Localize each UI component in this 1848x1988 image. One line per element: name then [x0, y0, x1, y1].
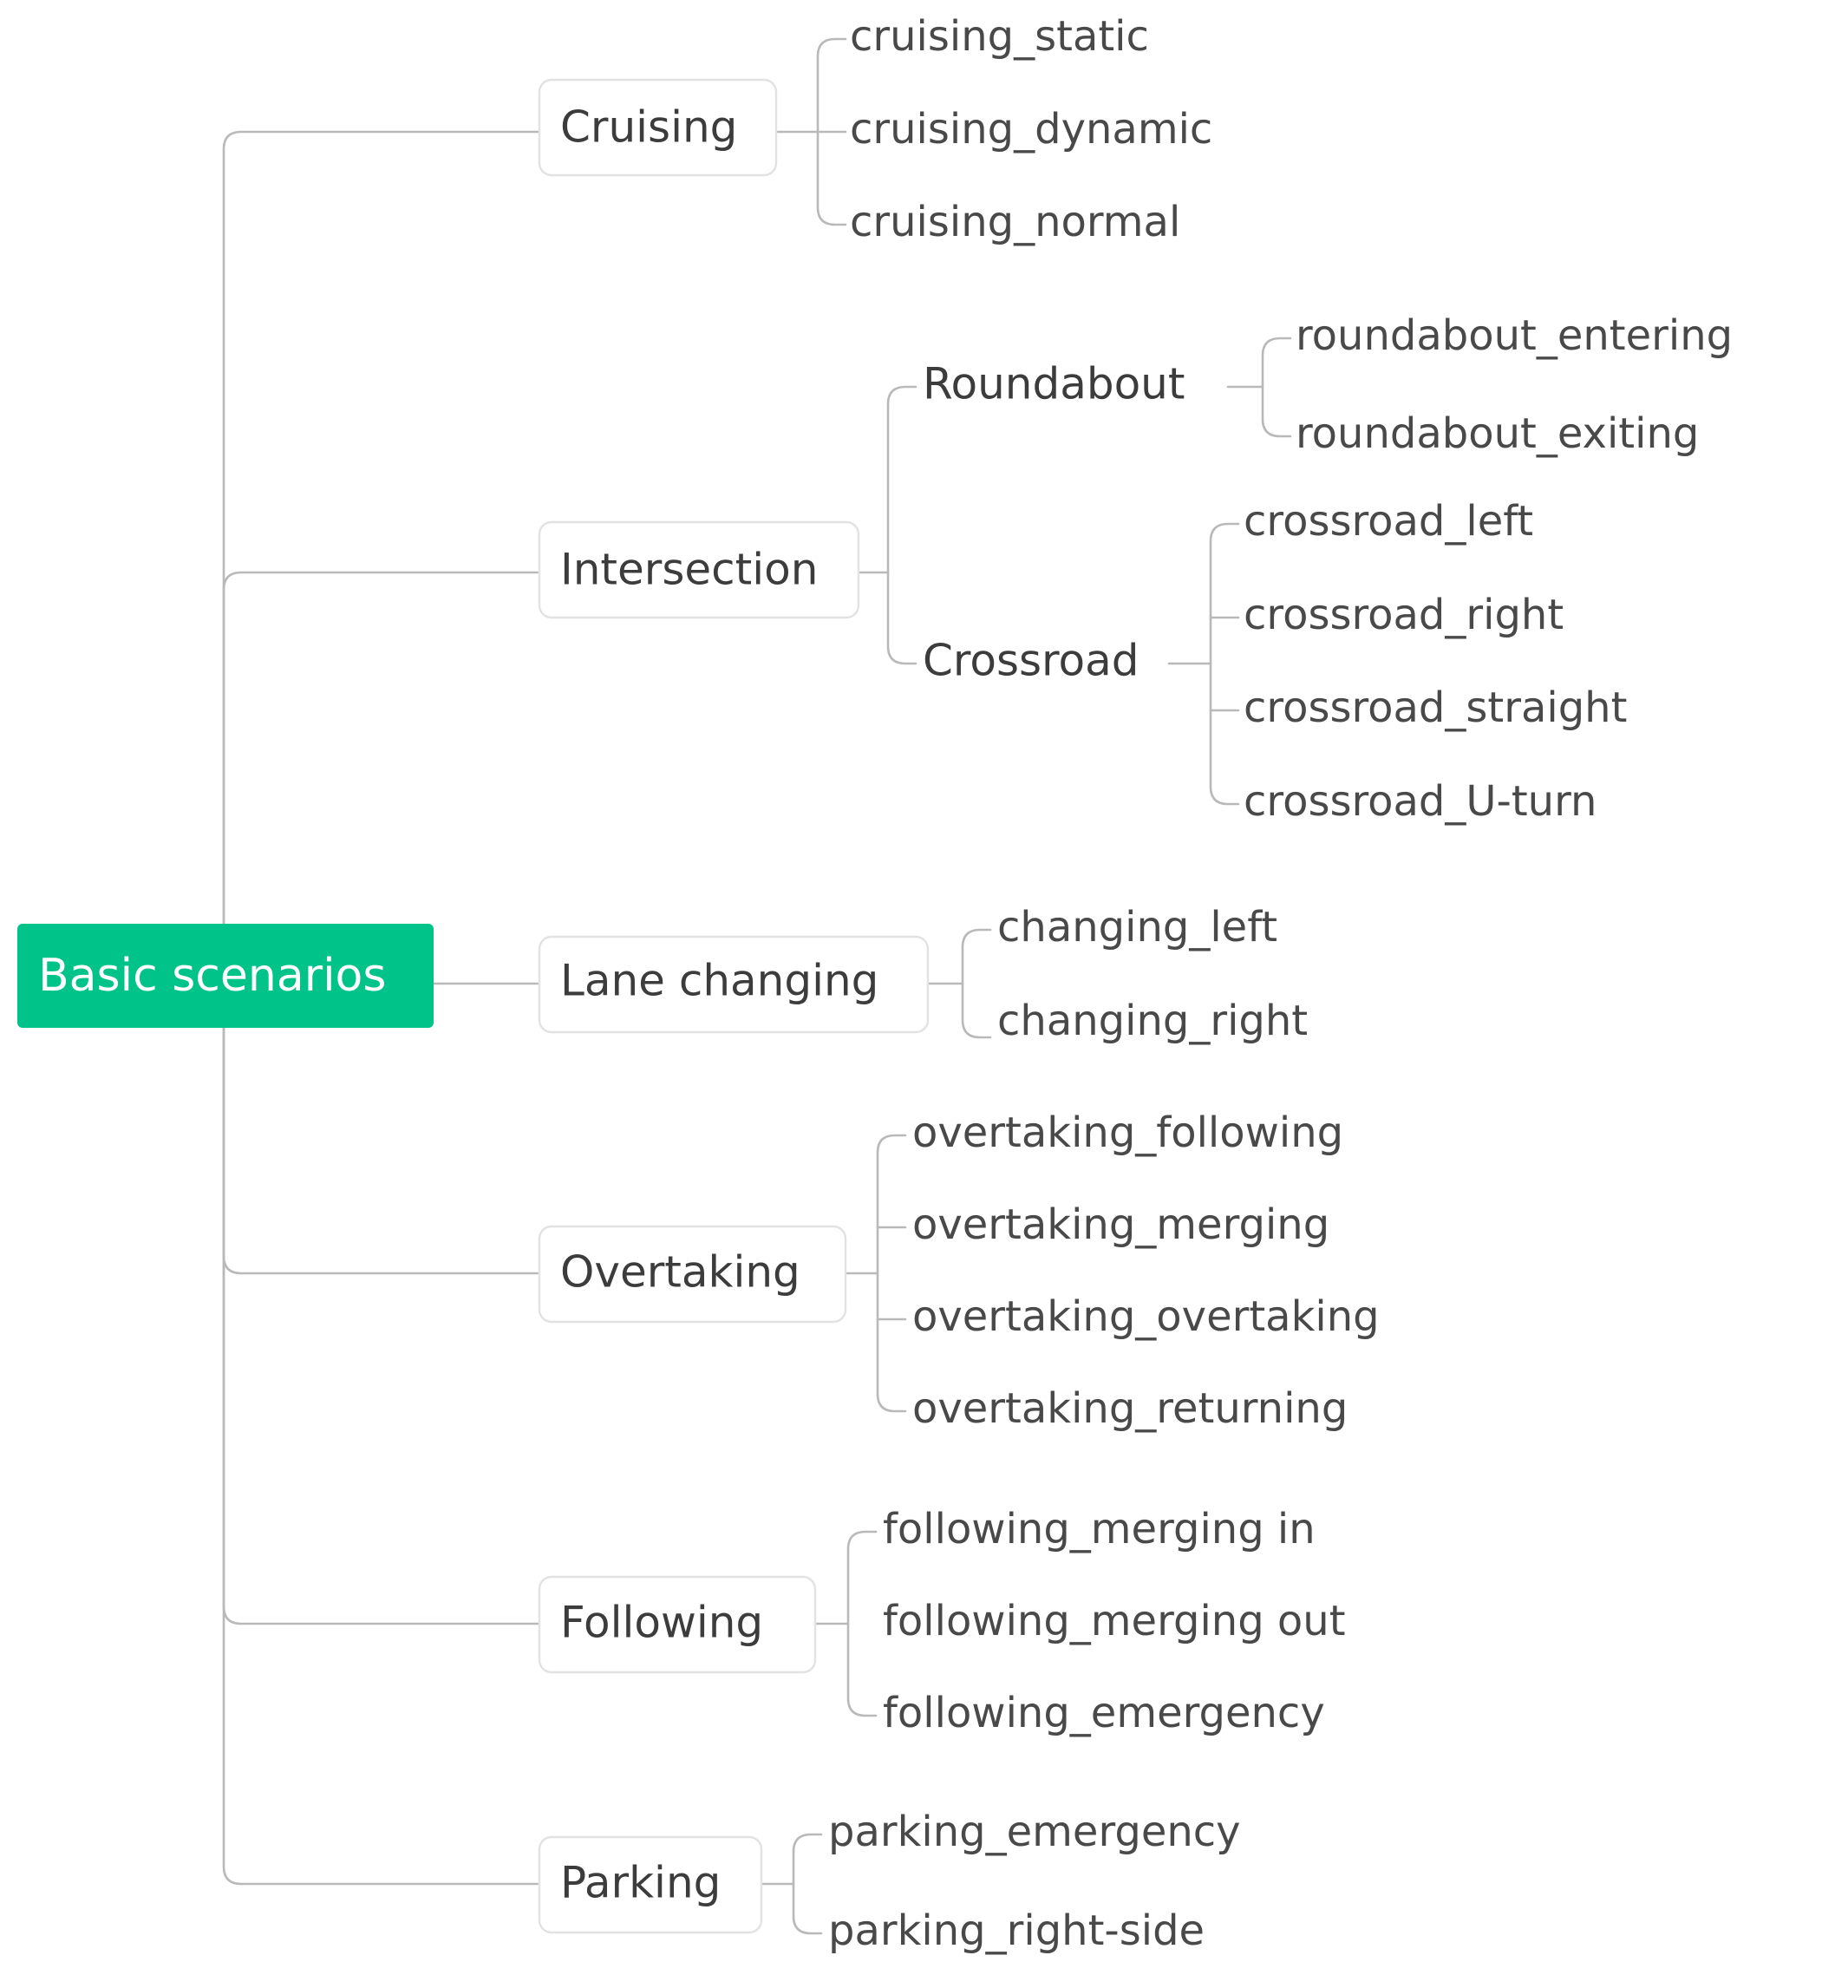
link-intersection-bus-to-roundabout — [886, 385, 917, 665]
node-cruising-rect[interactable] — [538, 78, 778, 177]
leaf-changing-left: changing_left — [997, 903, 1277, 951]
node-intersection-label: Intersection — [560, 545, 818, 595]
crossroad-links — [1167, 522, 1240, 806]
leaf-following-merging-out: following_merging out — [883, 1597, 1346, 1645]
leaf-parking-emergency: parking_emergency — [828, 1808, 1241, 1856]
node-following-rect[interactable] — [538, 1575, 817, 1674]
link-root-to-cruising — [222, 130, 539, 985]
link-roundabout-bus-to-children — [1261, 337, 1292, 438]
leaf-crossroad-right: crossroad_right — [1244, 591, 1564, 639]
leaf-cruising-dynamic: cruising_dynamic — [850, 105, 1212, 154]
leaf-crossroad-u-turn: crossroad_U-turn — [1244, 777, 1597, 826]
leaf-crossroad-left: crossroad_left — [1244, 497, 1533, 546]
leaf-parking-right-side: parking_right-side — [828, 1906, 1205, 1955]
leaf-overtaking-returning: overtaking_returning — [912, 1384, 1348, 1433]
leaf-overtaking-merging: overtaking_merging — [912, 1200, 1329, 1249]
intersection-links — [857, 385, 917, 665]
node-parking[interactable]: Parking — [538, 1835, 763, 1934]
node-lane-changing-label: Lane changing — [560, 956, 878, 1006]
node-roundabout-label[interactable]: Roundabout — [923, 359, 1185, 409]
node-parking-rect[interactable] — [538, 1835, 763, 1934]
node-intersection[interactable]: Intersection — [538, 520, 860, 619]
node-lane-changing[interactable]: Lane changing — [538, 935, 930, 1034]
roundabout-links — [1226, 337, 1292, 438]
overtaking-links — [844, 1134, 907, 1413]
cruising-links — [774, 37, 847, 226]
link-root-to-following — [222, 982, 539, 1625]
leaf-crossroad-straight: crossroad_straight — [1244, 683, 1627, 732]
node-root-rect[interactable] — [17, 924, 434, 1028]
node-overtaking-label: Overtaking — [560, 1247, 800, 1298]
node-lane-changing-rect[interactable] — [538, 935, 930, 1034]
link-root-to-intersection — [222, 571, 539, 985]
link-following-bus-to-children — [846, 1530, 878, 1717]
root-trunk-links — [222, 130, 539, 1886]
leaf-overtaking-overtaking: overtaking_overtaking — [912, 1292, 1380, 1341]
node-following-label: Following — [560, 1598, 763, 1648]
node-cruising[interactable]: Cruising — [538, 78, 778, 177]
lane-changing-links — [926, 928, 992, 1039]
node-intersection-rect[interactable] — [538, 520, 860, 619]
leaf-cruising-static: cruising_static — [850, 12, 1149, 61]
node-root-label: Basic scenarios — [38, 950, 386, 1002]
leaf-changing-right: changing_right — [997, 997, 1308, 1045]
leaf-following-emergency: following_emergency — [883, 1689, 1325, 1737]
link-parking-bus-to-children — [792, 1833, 823, 1935]
leaf-roundabout-exiting: roundabout_exiting — [1296, 409, 1699, 458]
leaf-overtaking-following: overtaking_following — [912, 1108, 1343, 1157]
node-root[interactable]: Basic scenarios — [17, 924, 434, 1028]
leaf-following-merging-in: following_merging in — [883, 1505, 1316, 1553]
leaf-roundabout-entering: roundabout_entering — [1296, 311, 1733, 360]
following-links — [813, 1530, 878, 1717]
link-root-to-parking — [222, 982, 539, 1886]
node-parking-label: Parking — [560, 1858, 721, 1908]
node-cruising-label: Cruising — [560, 102, 737, 153]
node-following[interactable]: Following — [538, 1575, 817, 1674]
leaf-cruising-normal: cruising_normal — [850, 198, 1180, 246]
link-lane-changing-bus-to-children — [961, 928, 992, 1039]
node-overtaking[interactable]: Overtaking — [538, 1225, 847, 1324]
link-crossroad-bus-to-children — [1209, 522, 1240, 806]
node-overtaking-rect[interactable] — [538, 1225, 847, 1324]
node-crossroad-label[interactable]: Crossroad — [923, 636, 1139, 686]
parking-links — [760, 1833, 823, 1935]
link-overtaking-bus-to-children — [876, 1134, 907, 1413]
